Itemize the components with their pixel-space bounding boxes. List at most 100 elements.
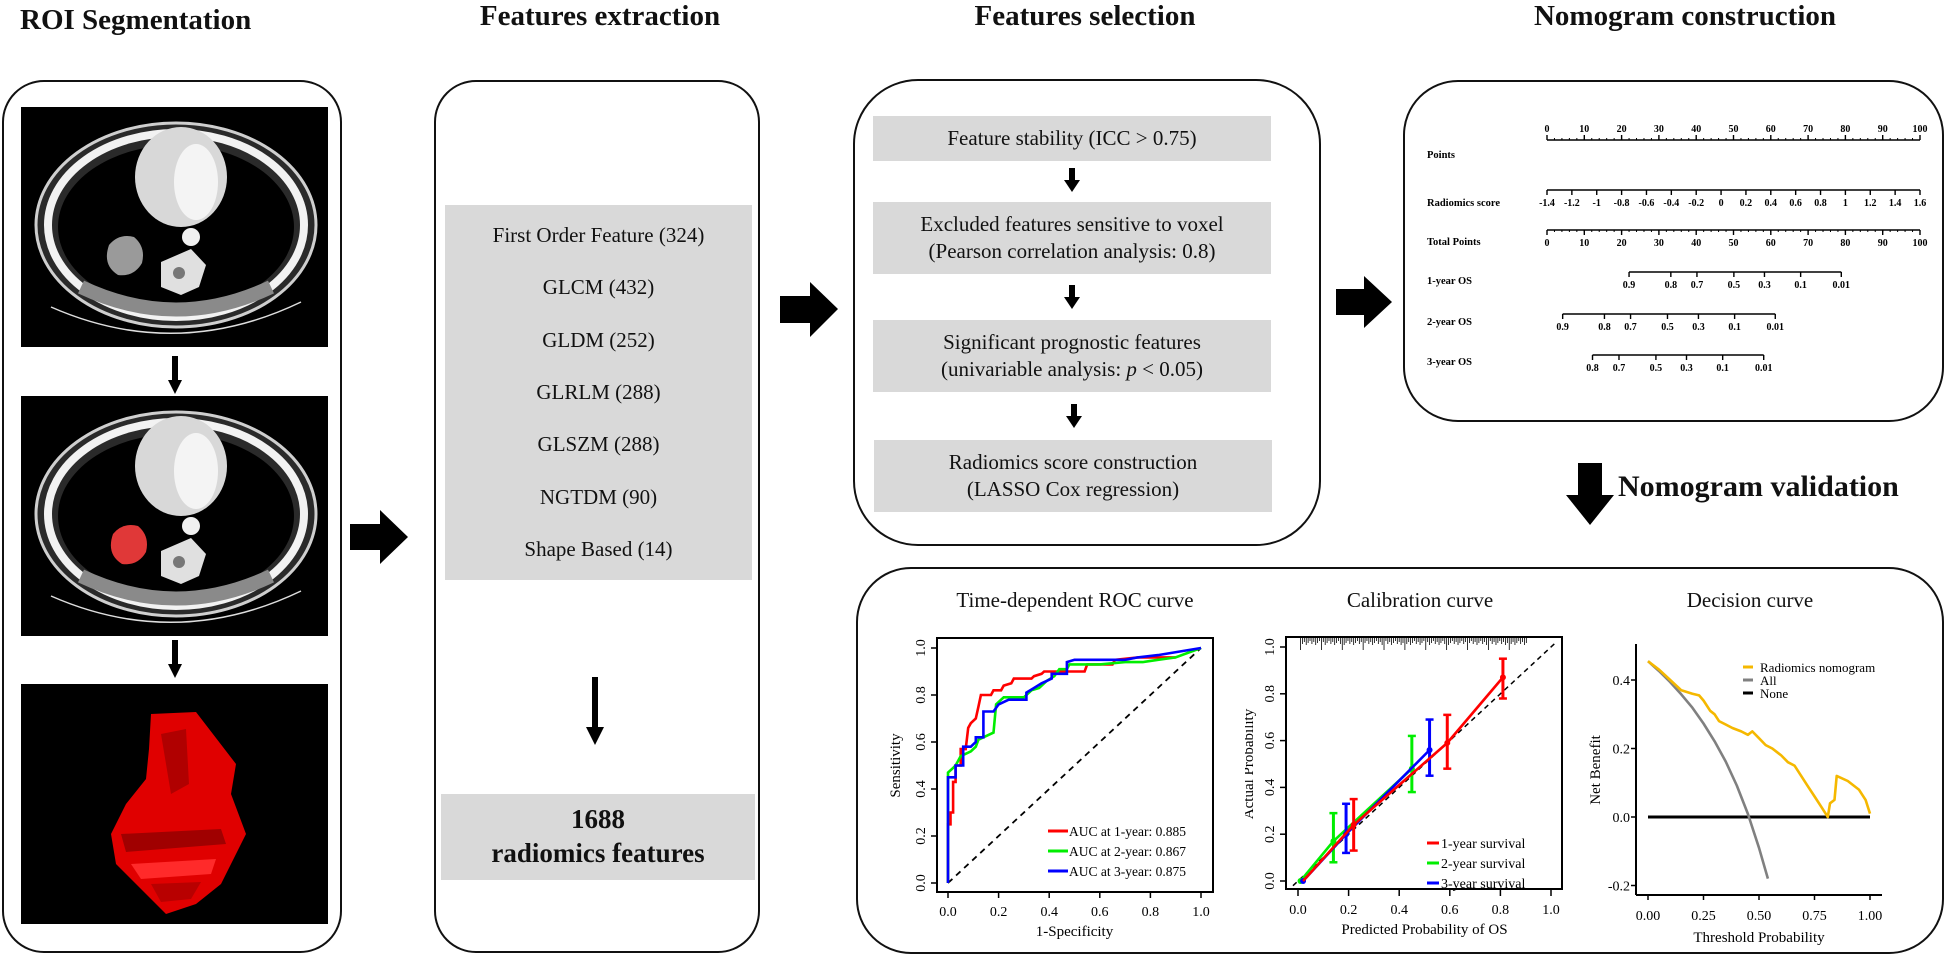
feature-group-item: NGTDM (90)	[539, 484, 658, 509]
selection-step-text: Significant prognostic features	[943, 329, 1201, 354]
feature-group-item: First Order Feature (324)	[492, 222, 705, 247]
nomogram-tick-label: 90	[1878, 124, 1888, 135]
nomogram-tick-label: 0	[1545, 238, 1550, 249]
nomogram-tick-label: 40	[1691, 238, 1701, 249]
nomogram-row-label: 2-year OS	[1427, 317, 1472, 328]
y-tick-label: 0.4	[1263, 779, 1278, 797]
y-tick-label: 0.0	[1613, 811, 1631, 826]
nomogram-tick-label: 0.9	[1623, 280, 1636, 291]
nomogram-tick-label: 0.7	[1624, 322, 1637, 333]
nomogram-tick-label: 0	[1545, 124, 1550, 135]
legend-label: AUC at 2-year: 0.867	[1069, 844, 1186, 859]
y-tick-label: 0.0	[914, 874, 929, 892]
selection-step-text: Radiomics score construction	[948, 449, 1198, 474]
nomogram-tick-label: 0.8	[1586, 363, 1599, 374]
nomogram-tick-label: 10	[1579, 124, 1589, 135]
feature-group-item: GLCM (432)	[542, 275, 655, 300]
selection-step-2: Excluded features sensitive to voxel (Pe…	[873, 202, 1271, 274]
selection-step-text: Feature stability (ICC > 0.75)	[947, 125, 1197, 150]
x-axis-label: Predicted Probability of OS	[1341, 922, 1507, 938]
nomogram-tick-label: 10	[1579, 238, 1589, 249]
feature-group-item: GLSZM (288)	[537, 432, 660, 457]
y-tick-label: 0.2	[1263, 825, 1278, 843]
nomogram-tick-label: -0.8	[1614, 198, 1630, 209]
nomogram-tick-label: 20	[1617, 124, 1627, 135]
selection-step-text: Excluded features sensitive to voxel	[920, 211, 1224, 236]
nomogram-tick-label: 70	[1803, 238, 1813, 249]
y-axis-label: Sensitivity	[888, 733, 904, 798]
legend-label: All	[1760, 673, 1777, 688]
legend-label: None	[1760, 686, 1788, 701]
y-tick-label: 0.4	[1613, 674, 1631, 689]
nomogram-tick-label: 0.6	[1789, 198, 1802, 209]
x-tick-label: 1.0	[1192, 905, 1210, 920]
nomogram-row-label: Points	[1427, 150, 1455, 161]
right-arrow-icon	[780, 282, 838, 337]
y-tick-label: 0.2	[914, 827, 929, 845]
ct-scan-image	[21, 107, 328, 347]
nomogram-tick-label: 1.4	[1889, 198, 1902, 209]
nomogram-tick-label: 70	[1803, 124, 1813, 135]
data-point	[1350, 821, 1357, 828]
y-tick-label: 0.2	[1613, 743, 1631, 758]
tumor-3d-render	[21, 684, 328, 924]
legend-label: AUC at 1-year: 0.885	[1069, 824, 1186, 839]
down-arrow-icon	[1066, 404, 1082, 428]
nomogram-row-label: Total Points	[1427, 237, 1481, 248]
features-selection-title: Features selection	[974, 0, 1196, 32]
nomogram-row-label: Radiomics score	[1427, 198, 1500, 209]
nomogram-tick-label: -1	[1593, 198, 1601, 209]
selection-step-subtext: (univariable analysis: p < 0.05)	[940, 357, 1204, 381]
nomogram-tick-label: -0.6	[1639, 198, 1655, 209]
nomogram-tick-label: 0.8	[1814, 198, 1827, 209]
nomogram-tick-label: 100	[1913, 238, 1928, 249]
down-arrow-icon	[1566, 463, 1614, 525]
nomogram-tick-label: 1.2	[1864, 198, 1877, 209]
selection-step-subtext: (LASSO Cox regression)	[966, 477, 1180, 501]
roc-series-line	[946, 646, 1202, 883]
total-features-count: 1688	[571, 804, 625, 835]
nomogram-tick-label: 0.4	[1765, 198, 1778, 209]
nomogram-tick-label: 0.9	[1556, 322, 1569, 333]
selection-step-3: Significant prognostic features (univari…	[873, 320, 1271, 392]
down-arrow-icon	[168, 640, 182, 678]
legend-label: 1-year survival	[1441, 837, 1525, 852]
x-tick-label: 0.4	[1390, 903, 1408, 918]
x-tick-label: 0.6	[1441, 903, 1459, 918]
nomogram-tick-label: -0.4	[1663, 198, 1679, 209]
nomogram-tick-label: 0.7	[1613, 363, 1626, 374]
nomogram-tick-label: 30	[1654, 124, 1664, 135]
feature-group-list: First Order Feature (324) GLCM (432) GLD…	[445, 205, 752, 580]
nomogram-tick-label: 0.8	[1598, 322, 1611, 333]
nomogram-tick-label: -1.2	[1564, 198, 1580, 209]
nomogram-tick-label: 0.1	[1728, 322, 1741, 333]
selection-step-4: Radiomics score construction (LASSO Cox …	[874, 440, 1272, 512]
calibration-chart-title: Calibration curve	[1346, 588, 1494, 612]
x-tick-label: 0.2	[990, 905, 1008, 920]
legend-label: 3-year survival	[1441, 877, 1525, 892]
x-tick-label: 0.00	[1636, 909, 1661, 924]
decision-series-line	[1647, 660, 1770, 879]
nomogram-validation-title: Nomogram validation	[1618, 470, 1899, 503]
total-features-label: radiomics features	[491, 838, 705, 868]
y-tick-label: 1.0	[914, 639, 929, 657]
nomogram-tick-label: 0.1	[1716, 363, 1729, 374]
nomogram-tick-label: 100	[1913, 124, 1928, 135]
nomogram-tick-label: 0.01	[1833, 280, 1851, 291]
y-tick-label: 1.0	[1263, 638, 1278, 656]
nomogram-tick-label: 80	[1840, 124, 1850, 135]
reference-diagonal	[1292, 641, 1557, 887]
x-tick-label: 0.25	[1691, 909, 1716, 924]
selection-step-1: Feature stability (ICC > 0.75)	[873, 116, 1271, 161]
nomogram-construction-title: Nomogram construction	[1533, 0, 1837, 32]
y-tick-label: 0.6	[1263, 732, 1278, 750]
nomogram-tick-label: 0.2	[1740, 198, 1753, 209]
nomogram-tick-label: 0.5	[1661, 322, 1674, 333]
nomogram-row-label: 1-year OS	[1427, 276, 1472, 287]
nomogram-tick-label: 0.3	[1758, 280, 1771, 291]
legend-label: Radiomics nomogram	[1760, 660, 1875, 675]
legend-label: 2-year survival	[1441, 857, 1525, 872]
x-tick-label: 0.0	[1289, 903, 1307, 918]
